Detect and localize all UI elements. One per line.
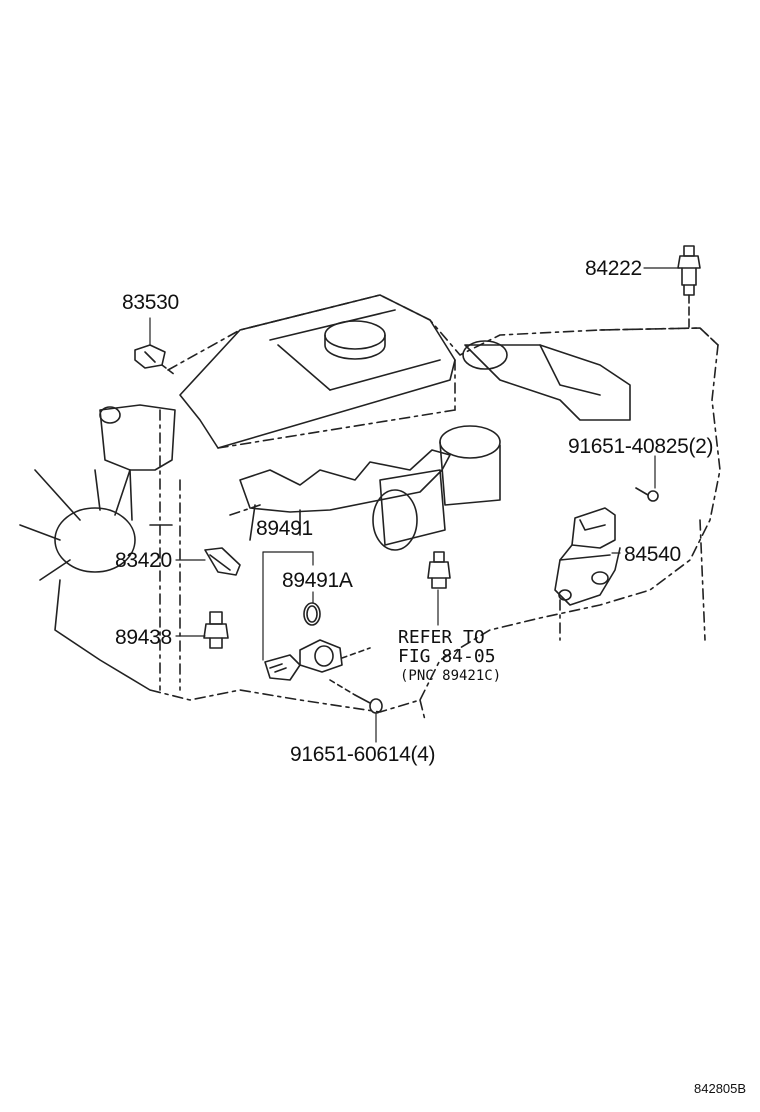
engine-outline	[149, 294, 721, 721]
part-91651-40825-bolt	[635, 487, 659, 502]
intake-tube	[462, 340, 631, 421]
part-84540-switch	[554, 507, 621, 606]
callout-83530: 83530	[122, 291, 179, 314]
part-89491-sensor	[264, 639, 371, 681]
water-outlet	[372, 425, 501, 551]
part-84222-switch	[677, 245, 701, 331]
water-pump	[99, 404, 176, 526]
callout-89438: 89438	[115, 626, 172, 649]
callout-89491: 89491	[256, 517, 313, 540]
reference-line-3: (PNC 89421C)	[400, 668, 502, 684]
cylinder-head	[179, 294, 456, 449]
part-83530-sender	[134, 344, 176, 376]
figure-code: 842805B	[694, 1081, 747, 1096]
part-83420-sensor	[204, 547, 241, 576]
callout-91651-40825: 91651-40825(2)	[568, 435, 714, 458]
part-89421C-sensor	[427, 551, 451, 589]
part-89438-sensor	[203, 611, 229, 649]
callout-83420: 83420	[115, 549, 172, 572]
leader-lines	[149, 267, 681, 743]
part-89491A-oring	[303, 602, 321, 626]
callout-84540: 84540	[624, 543, 681, 566]
callout-89491A: 89491A	[282, 569, 353, 592]
cooling-fan	[19, 469, 151, 691]
reference-line-2: FIG 84-05	[398, 646, 496, 667]
reference-line-1: REFER TO	[398, 627, 485, 648]
callout-91651-60614: 91651-60614(4)	[290, 743, 436, 766]
transmission-outline	[559, 327, 719, 641]
callout-84222: 84222	[585, 257, 642, 280]
